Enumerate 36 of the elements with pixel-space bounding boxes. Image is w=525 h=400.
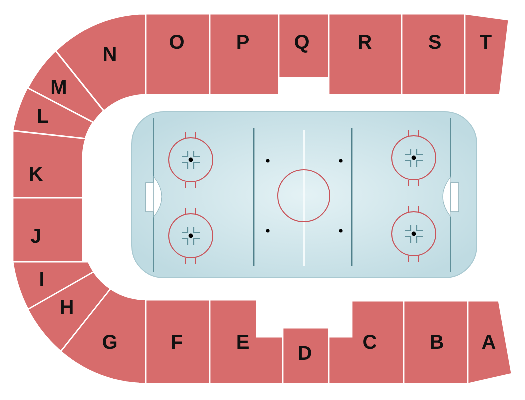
section-label: O [169, 33, 185, 53]
section-label: F [170, 333, 184, 353]
section-label: I [39, 270, 45, 290]
seating-section [13, 131, 86, 198]
seating-section [279, 14, 329, 78]
section-label: C [362, 333, 378, 353]
seating-section [465, 14, 509, 95]
section-label: T [480, 33, 492, 53]
section-label: D [298, 344, 312, 364]
section-label: P [236, 33, 250, 53]
seating-section [283, 328, 329, 384]
seating-section [28, 50, 104, 123]
seating-section [61, 289, 146, 384]
section-label: K [28, 165, 44, 185]
seating-section [404, 301, 468, 384]
section-label: N [102, 45, 118, 65]
seating-section [146, 300, 210, 384]
seating-section [210, 14, 279, 95]
section-label: L [36, 106, 50, 127]
section-label: J [30, 227, 42, 247]
section-label: Q [294, 33, 310, 53]
seating-section [210, 300, 283, 384]
seating-section [468, 301, 512, 384]
seating-section [146, 14, 210, 95]
section-label: R [358, 33, 372, 53]
section-label: S [428, 33, 442, 53]
section-label: M [50, 78, 68, 98]
section-label: G [102, 332, 118, 353]
section-label: B [430, 333, 444, 353]
section-label: H [60, 298, 74, 318]
seating-section [13, 198, 83, 262]
seating-section [329, 14, 402, 95]
seating-section [329, 301, 404, 384]
section-label: E [236, 333, 250, 353]
section-label: A [482, 333, 496, 353]
seating-section [402, 14, 465, 95]
